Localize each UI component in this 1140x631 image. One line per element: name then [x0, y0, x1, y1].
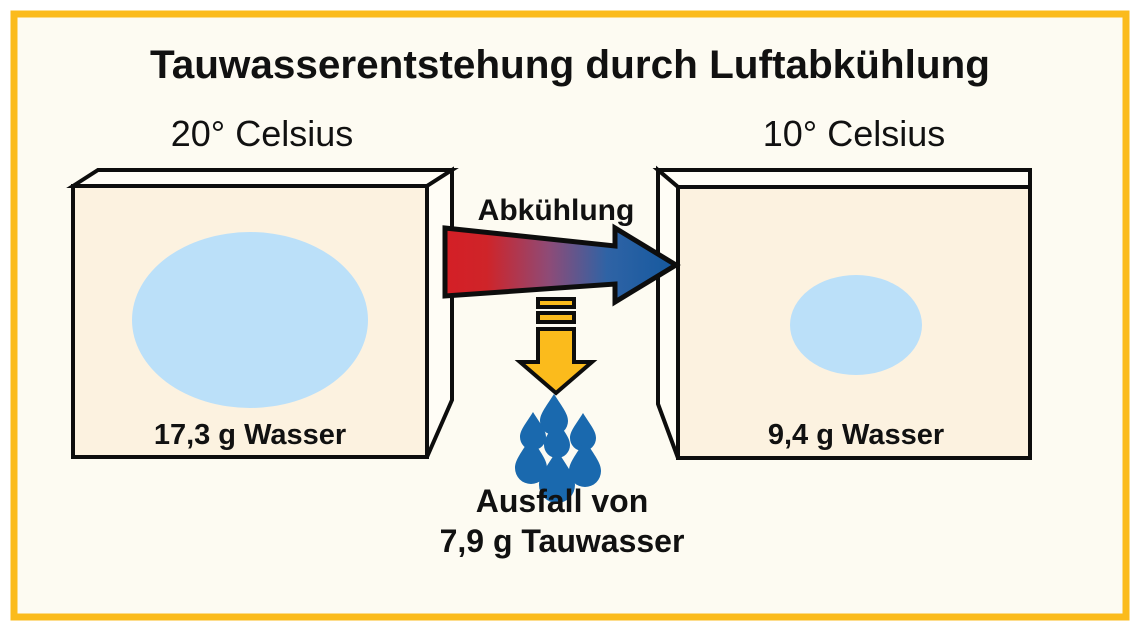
- water-drop: [515, 437, 547, 484]
- condensation-arrow-tail-segment-2: [536, 311, 576, 324]
- cooling-arrow-group: Abkühlung: [442, 194, 681, 307]
- cooling-arrow-label: Abkühlung: [478, 194, 635, 227]
- water-drop-group: [515, 394, 601, 503]
- page-title: Tauwasserentstehung durch Luftabkühlung: [150, 43, 990, 87]
- water-drop: [569, 440, 601, 487]
- right-box-group: 10° Celsius 9,4 g Wasser: [652, 113, 1032, 460]
- condensation-caption-line-2: 7,9 g Tauwasser: [440, 523, 685, 559]
- right-box-water-label: 9,4 g Wasser: [768, 419, 944, 451]
- right-box-temperature-label: 10° Celsius: [763, 113, 945, 154]
- left-box-water-label: 17,3 g Wasser: [154, 419, 346, 451]
- water-drop: [520, 412, 546, 450]
- water-drop: [540, 394, 568, 435]
- left-box-temperature-label: 20° Celsius: [171, 113, 353, 154]
- cooling-arrow-shape: [442, 223, 681, 307]
- condensation-caption: Ausfall von 7,9 g Tauwasser: [440, 483, 685, 559]
- left-box-top-face: [66, 168, 459, 188]
- condensation-arrow-shape: [514, 327, 598, 396]
- condensation-arrow-tail-segment-1: [536, 297, 576, 309]
- right-box-vapor-ellipse: [790, 275, 922, 375]
- condensation-arrow-group: [514, 297, 598, 396]
- water-drop: [544, 420, 570, 458]
- water-drop: [570, 413, 596, 451]
- right-box-top-face: [652, 168, 1032, 189]
- right-box-side-face: [656, 165, 680, 459]
- condensation-caption-line-1: Ausfall von: [476, 483, 648, 519]
- left-box-vapor-ellipse: [132, 232, 368, 408]
- water-drop: [539, 450, 575, 503]
